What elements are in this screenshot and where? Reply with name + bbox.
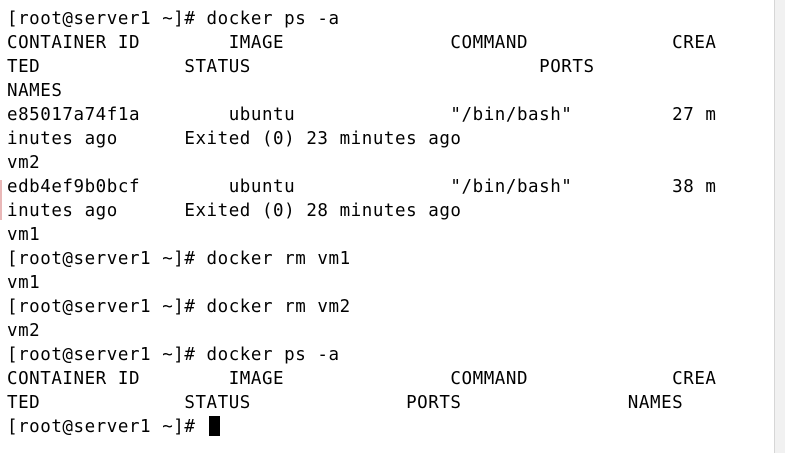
terminal-line: [root@server1 ~]# docker ps -a	[7, 345, 340, 365]
terminal-line: vm2	[7, 321, 41, 341]
terminal-line: TED STATUS PORTS NAMES	[7, 393, 684, 413]
terminal-output: [root@server1 ~]# docker ps -a CONTAINER…	[7, 7, 717, 439]
terminal-line: vm1	[7, 225, 41, 245]
terminal-line: vm2	[7, 153, 41, 173]
terminal-line: vm1	[7, 273, 41, 293]
vertical-scrollbar[interactable]	[774, 0, 785, 453]
text-cursor	[208, 416, 220, 436]
terminal-line: inutes ago Exited (0) 28 minutes ago	[7, 201, 462, 221]
window-edge-artifact	[0, 180, 5, 220]
prompt-line[interactable]: [root@server1 ~]#	[7, 415, 717, 439]
terminal-line: inutes ago Exited (0) 23 minutes ago	[7, 129, 462, 149]
terminal-line: TED STATUS PORTS	[7, 57, 595, 77]
terminal-line: e85017a74f1a ubuntu "/bin/bash" 27 m	[7, 105, 717, 125]
shell-prompt: [root@server1 ~]#	[7, 417, 207, 437]
terminal-line: [root@server1 ~]# docker ps -a	[7, 9, 340, 29]
terminal-line: [root@server1 ~]# docker rm vm2	[7, 297, 351, 317]
terminal-line: CONTAINER ID IMAGE COMMAND CREA	[7, 33, 717, 53]
terminal-line: edb4ef9b0bcf ubuntu "/bin/bash" 38 m	[7, 177, 717, 197]
terminal-line: CONTAINER ID IMAGE COMMAND CREA	[7, 369, 717, 389]
terminal-line: [root@server1 ~]# docker rm vm1	[7, 249, 351, 269]
terminal-line: NAMES	[7, 81, 63, 101]
